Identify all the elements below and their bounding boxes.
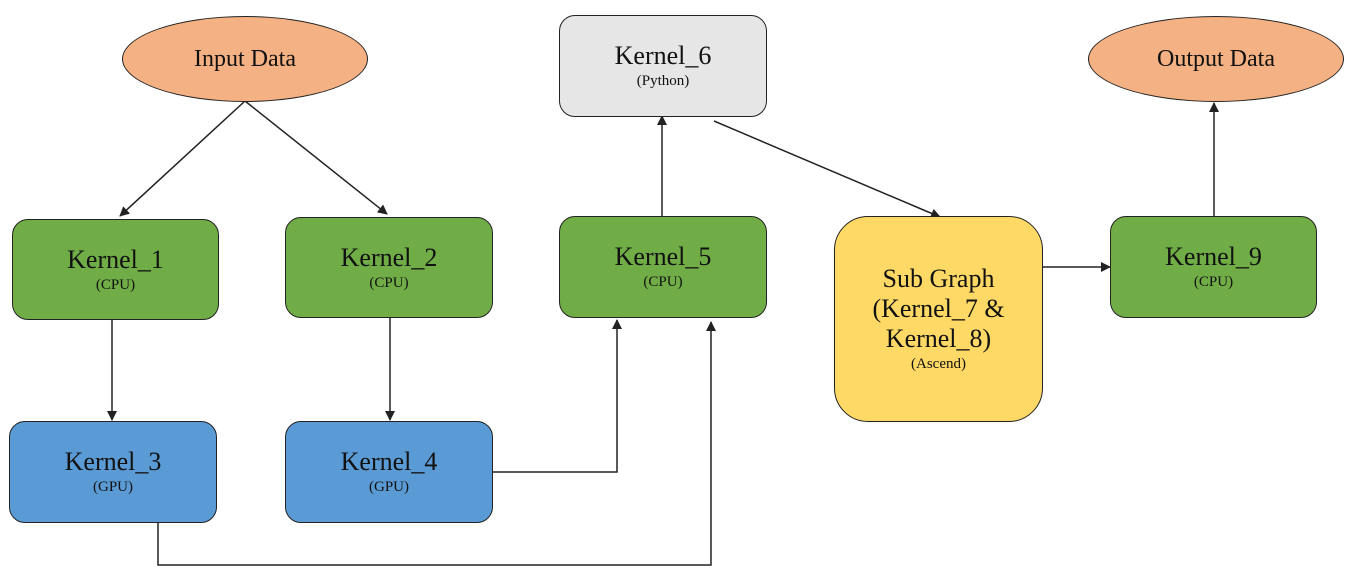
node-device: (Ascend) — [911, 356, 966, 372]
node-title: Kernel_3 — [64, 447, 162, 476]
node-device: (Python) — [636, 73, 690, 89]
node-device: (GPU) — [93, 479, 133, 495]
node-title: Kernel_9 — [1165, 242, 1262, 271]
edge-kernel-6-to-sub-graph — [713, 120, 941, 219]
node-title-line-3: Kernel_8) — [885, 324, 992, 353]
node-sub-graph[interactable]: Sub Graph (Kernel_7 & Kernel_8) (Ascend) — [834, 216, 1043, 422]
node-device: (CPU) — [369, 274, 409, 291]
node-kernel-9[interactable]: Kernel_9 (CPU) — [1110, 216, 1317, 318]
node-device: (GPU) — [369, 479, 409, 495]
node-device: (CPU) — [1193, 274, 1234, 290]
edge-kernel-4-to-kernel-5 — [492, 319, 622, 473]
node-device: (CPU) — [95, 276, 136, 293]
node-title: Kernel_2 — [340, 242, 438, 272]
node-title: Input Data — [194, 46, 296, 72]
node-kernel-2[interactable]: Kernel_2 (CPU) — [285, 217, 493, 318]
edge-input-to-kernel-2 — [244, 100, 388, 215]
node-title-line-1: Sub Graph — [882, 264, 995, 293]
node-device: (CPU) — [643, 274, 683, 290]
node-title: Kernel_1 — [67, 244, 164, 274]
edge-input-to-kernel-1 — [119, 100, 246, 217]
node-title: Kernel_4 — [340, 447, 438, 476]
node-title: Output Data — [1157, 46, 1275, 72]
node-title-line-2: (Kernel_7 & — [872, 294, 1005, 323]
node-kernel-6[interactable]: Kernel_6 (Python) — [559, 15, 767, 117]
node-output-data[interactable]: Output Data — [1088, 16, 1344, 102]
node-input-data[interactable]: Input Data — [122, 16, 368, 102]
node-title: Kernel_6 — [614, 41, 712, 70]
node-title: Kernel_5 — [614, 242, 712, 271]
node-kernel-1[interactable]: Kernel_1 (CPU) — [12, 219, 219, 320]
node-kernel-3-main[interactable]: Kernel_3 (GPU) — [9, 421, 217, 523]
node-kernel-4[interactable]: Kernel_4 (GPU) — [285, 421, 493, 523]
node-kernel-5[interactable]: Kernel_5 (CPU) — [559, 216, 767, 318]
edge-kernel-3-to-kernel-5 — [157, 321, 716, 566]
